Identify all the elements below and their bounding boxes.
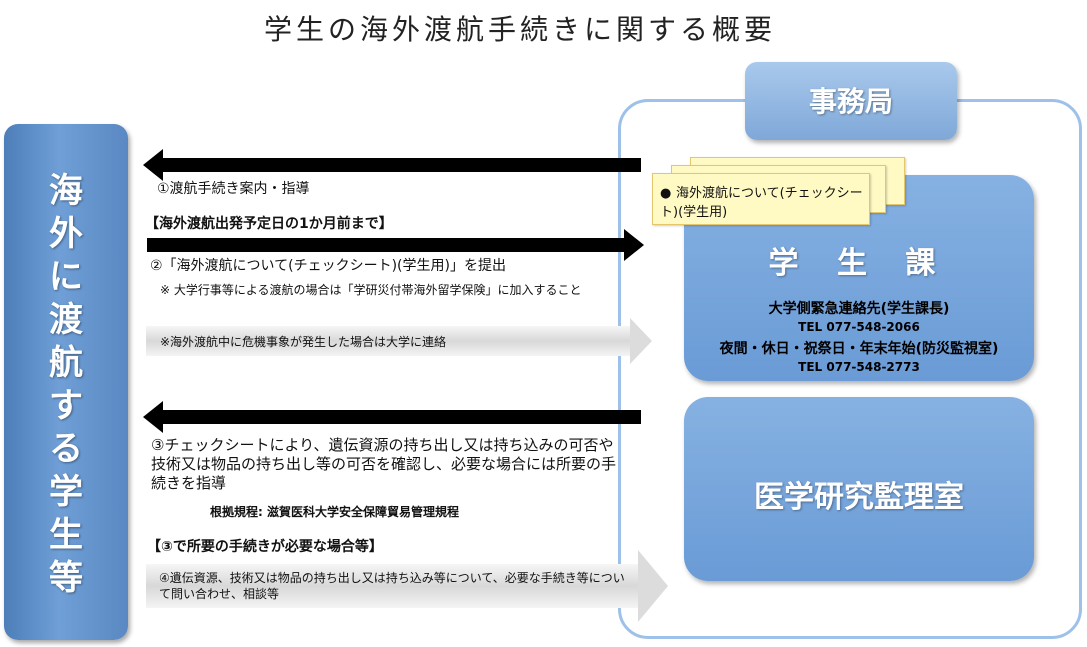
student-box	[4, 124, 128, 640]
insurance-note: ※ 大学行事等による渡航の場合は「学研災付帯海外留学保険」に加入すること	[160, 283, 582, 297]
bullet-icon: ●	[660, 186, 672, 201]
deadline-text: 【海外渡航出発予定日の1か月前まで】	[145, 216, 393, 232]
office-header	[745, 62, 957, 140]
step4-text: ④遺伝資源、技術又は物品の持ち出し又は持ち込み等について、必要な手続き等について…	[159, 571, 625, 601]
office-title: 事務局	[808, 85, 893, 118]
arrow-guidance-shaft	[162, 158, 641, 172]
student-label-char: 航	[49, 343, 83, 383]
student-affairs-title: 学 生 課	[768, 246, 950, 281]
step2-text: ②「海外渡航について(チェックシート)(学生用)」を提出	[150, 258, 506, 274]
student-label-char: 学	[49, 472, 83, 512]
grey-arrow-consult-shaft	[146, 564, 638, 608]
arrow-check-shaft	[162, 410, 641, 424]
student-label-char: 渡	[49, 300, 83, 340]
step1-text: ①渡航手続き案内・指導	[157, 181, 310, 197]
arrow-left-icon	[143, 149, 163, 181]
student-label-char: 外	[49, 214, 83, 254]
checksheet-front	[652, 173, 870, 225]
student-label-char: る	[49, 429, 83, 469]
arrow-right-icon	[624, 229, 644, 261]
night-contact-tel: TEL 077-548-2773	[798, 360, 920, 374]
student-label-char: 等	[49, 558, 83, 598]
student-label: 海外に渡航する学生等	[4, 170, 128, 600]
regulation-text: 根拠規程: 滋賀医科大学安全保障貿易管理規程	[210, 505, 459, 519]
student-label-char: に	[49, 257, 83, 297]
night-contact-label: 夜間・休日・祝祭日・年末年始(防災監視室)	[719, 341, 999, 357]
page-title: 学生の海外渡航手続きに関する概要	[263, 13, 776, 46]
arrow-left-icon	[143, 401, 163, 433]
grey-arrow-right-icon	[630, 318, 652, 364]
emergency-contact-label: 大学側緊急連絡先(学生課長)	[768, 301, 950, 317]
grey-arrow-contact-shaft	[146, 326, 630, 356]
emergency-contact-tel: TEL 077-548-2066	[798, 320, 920, 334]
research-compliance-title: 医学研究監理室	[754, 480, 964, 515]
checksheet-label: 海外渡航について(チェックシート)(学生用)	[660, 186, 863, 220]
condition-text: 【③で所要の手続きが必要な場合等】	[147, 539, 383, 555]
student-label-char: 海	[49, 171, 83, 211]
research-compliance-box	[684, 397, 1034, 581]
emergency-note: ※海外渡航中に危機事象が発生した場合は大学に連絡	[160, 335, 447, 349]
arrow-submit-shaft	[147, 238, 625, 252]
step3-text: ③チェックシートにより、遺伝資源の持ち出し又は持ち込みの可否や技術又は物品の持ち…	[151, 436, 617, 492]
grey-arrow-right-icon	[638, 550, 668, 622]
checksheet-text: ●海外渡航について(チェックシート)(学生用)	[660, 184, 865, 222]
student-label-char: 生	[49, 515, 83, 555]
student-label-char: す	[49, 386, 83, 426]
